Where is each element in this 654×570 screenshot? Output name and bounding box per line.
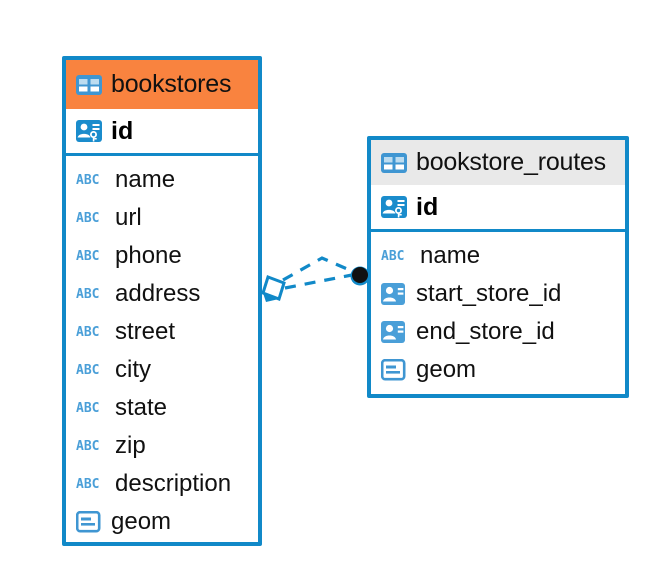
field-row-zip[interactable]: ABC zip [66,427,258,465]
field-row-description[interactable]: ABC description [66,465,258,503]
field-label-routes-id: id [416,192,439,221]
field-label-city: city [115,356,151,383]
field-label-street: street [115,318,176,345]
field-row-start-store-id[interactable]: start_store_id [371,275,625,313]
field-row-city[interactable]: ABC city [66,351,258,389]
field-row-name[interactable]: ABC name [66,161,258,199]
abc-text-icon: ABC [76,400,100,416]
table-icon [76,74,102,95]
field-row-street[interactable]: ABC street [66,313,258,351]
diamond-marker [261,275,286,302]
abc-text-icon: ABC [76,248,100,264]
abc-text-icon: ABC [76,362,100,378]
field-label-zip: zip [115,432,146,459]
foreign-key-icon [381,283,407,305]
field-label-id: id [111,116,134,145]
field-label-url: url [115,204,142,231]
relationship-line-upper [282,256,355,282]
abc-text-icon: ABC [76,476,100,492]
table-icon [381,152,407,173]
entity-bookstores-header[interactable]: bookstores [66,60,258,109]
field-label-state: state [115,394,168,421]
geometry-icon [380,358,407,381]
field-row-geom[interactable]: geom [66,503,258,541]
relationship-line-lower [284,273,353,290]
abc-text-icon: ABC [381,248,405,264]
abc-text-icon: ABC [76,210,100,226]
primary-key-icon [381,196,407,218]
field-label-address: address [115,280,201,307]
abc-text-icon: ABC [76,438,100,454]
entity-bookstores-title: bookstores [111,70,232,98]
field-row-routes-id[interactable]: id [371,185,625,232]
field-label-phone: phone [115,242,182,269]
field-row-routes-geom[interactable]: geom [371,351,625,389]
entity-bookstore-routes-fields: ABC name start_store_id [371,232,625,389]
field-row-state[interactable]: ABC state [66,389,258,427]
abc-text-icon: ABC [76,286,100,302]
entity-bookstore-routes-title: bookstore_routes [416,148,606,176]
abc-text-icon: ABC [76,324,100,340]
field-row-url[interactable]: ABC url [66,199,258,237]
entity-bookstore-routes-header[interactable]: bookstore_routes [371,140,625,185]
entity-bookstores[interactable]: bookstores id ABC name [62,56,262,546]
primary-key-icon [76,120,102,142]
field-row-end-store-id[interactable]: end_store_id [371,313,625,351]
field-label-routes-name: name [420,242,481,269]
entity-bookstores-fields: ABC name ABC url ABC phone ABC address A… [66,156,258,541]
field-label-geom: geom [111,508,172,535]
field-row-phone[interactable]: ABC phone [66,237,258,275]
field-label-name: name [115,166,176,193]
field-label-start-store-id: start_store_id [416,280,562,307]
field-label-end-store-id: end_store_id [416,318,555,345]
field-label-routes-geom: geom [416,356,477,383]
field-row-id[interactable]: id [66,109,258,156]
geometry-icon [75,510,102,533]
abc-text-icon: ABC [76,172,100,188]
field-label-description: description [115,470,232,497]
foreign-key-icon [381,321,407,343]
field-row-address[interactable]: ABC address [66,275,258,313]
entity-bookstore-routes[interactable]: bookstore_routes id ABC name [367,136,629,398]
field-row-routes-name[interactable]: ABC name [371,237,625,275]
